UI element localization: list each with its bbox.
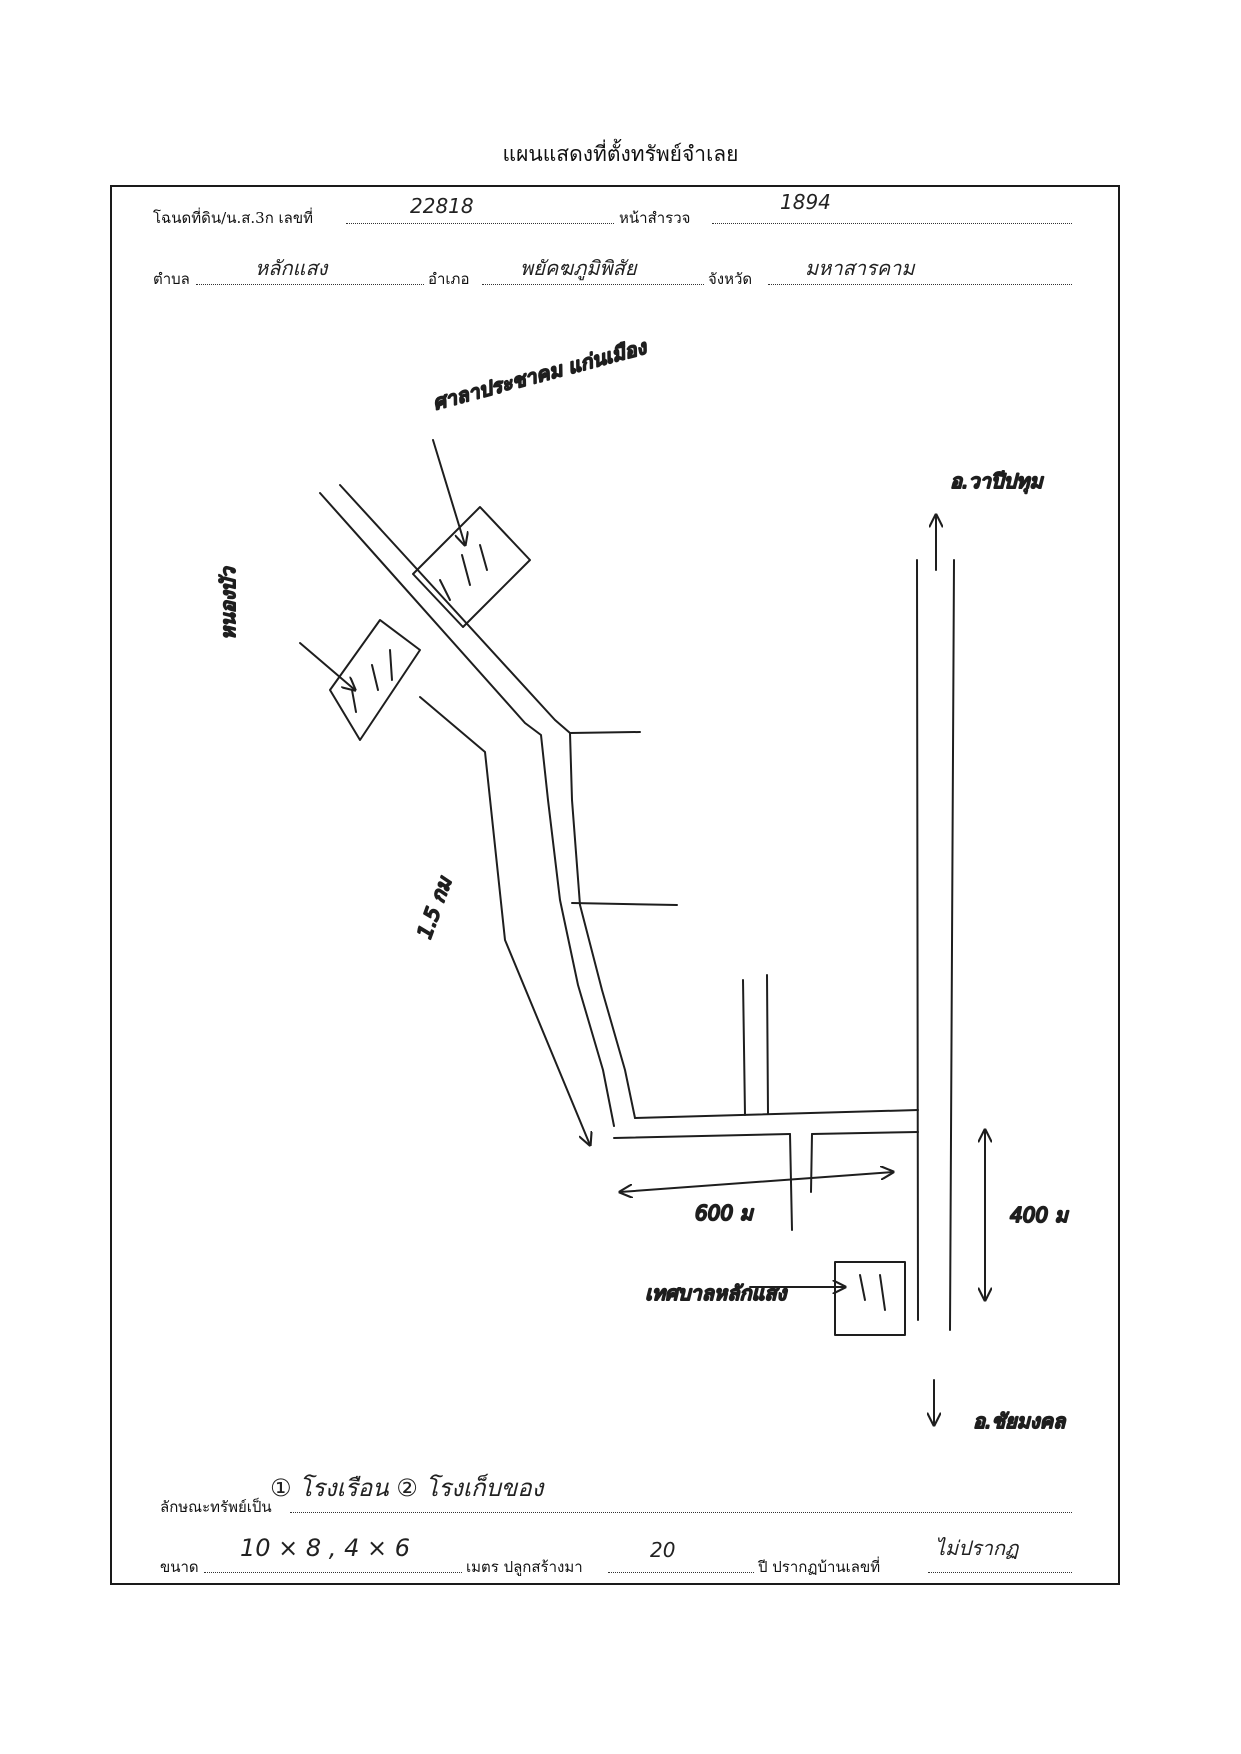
distance-diag-arrow: [419, 696, 590, 1145]
type-dotted-line: [290, 1512, 1072, 1513]
size-label: ขนาด: [160, 1558, 199, 1576]
years-dotted-line: [608, 1572, 754, 1573]
spur-road-5: [789, 1133, 793, 1231]
type-label: ลักษณะทรัพย์เป็น: [160, 1498, 272, 1516]
lower-road-edge-south: [613, 1133, 791, 1139]
property-1-hatch: [439, 544, 488, 601]
map-frame: [110, 185, 1120, 1585]
amphoe-value: พยัคฆภูมิพิสัย: [520, 256, 637, 280]
size-dotted-line: [204, 1572, 462, 1573]
deed-number: 22818: [410, 194, 474, 218]
amphoe-label: อำเภอ: [428, 270, 470, 288]
spur-road-2: [571, 902, 678, 906]
label-distance-v: 400 ม: [1010, 1203, 1070, 1227]
survey-label: หน้าสำรวจ: [619, 209, 691, 227]
years-value: 20: [650, 1538, 676, 1562]
office-hatch: [859, 1274, 886, 1311]
property-2-hatch: [351, 649, 393, 713]
province-dotted-line: [768, 284, 1072, 285]
province-label: จังหวัด: [708, 270, 753, 288]
tambon-dotted-line: [196, 284, 424, 285]
label-upper: ศาลาประชาคม แก่นเมือง: [430, 334, 650, 414]
distance-h-arrow: [620, 1172, 893, 1192]
deed-dotted-line: [346, 223, 614, 224]
spur-road-1: [569, 731, 641, 734]
size-value: 10 × 8 , 4 × 6: [240, 1534, 410, 1562]
spur-road-6: [810, 1133, 813, 1193]
house-label: ปี ปรากฏบ้านเลขที่: [758, 1558, 881, 1576]
tambon-label: ตำบล: [153, 270, 190, 288]
survey-number: 1894: [780, 190, 831, 214]
house-dotted-line: [928, 1572, 1072, 1573]
property-2-outline: [329, 619, 421, 741]
amphoe-dotted-line: [482, 284, 704, 285]
label-left: หนองบัว: [216, 566, 240, 640]
spur-road-3: [742, 979, 746, 1116]
lower-road-edge-north: [634, 1109, 919, 1119]
type-value: ① โรงเรือน ② โรงเก็บของ: [270, 1474, 544, 1502]
side-road-edge-west: [319, 492, 615, 1127]
label-distance-h: 600 ม: [695, 1201, 755, 1225]
house-value: ไม่ปรากฏ: [935, 1536, 1019, 1560]
lower-road-edge-south-2: [811, 1131, 919, 1135]
unit-label: เมตร ปลูกสร้างมา: [466, 1558, 583, 1576]
deed-label: โฉนดที่ดิน/น.ส.3ก เลขที่: [153, 209, 314, 227]
highway-edge-west: [916, 559, 919, 1321]
label-south: อ.ชัยมงคล: [973, 1409, 1067, 1433]
page-title: แผนแสดงที่ตั้งทรัพย์จำเลย: [502, 142, 739, 166]
side-road-edge-east: [339, 484, 636, 1119]
property-1-outline: [412, 506, 531, 628]
province-value: มหาสารคาม: [805, 256, 915, 280]
label-distance-diag: 1.5 กม: [412, 872, 457, 942]
highway-edge-east: [949, 559, 955, 1331]
office-box: [834, 1261, 906, 1336]
survey-dotted-line: [712, 223, 1072, 224]
tambon-value: หลักแสง: [255, 256, 328, 280]
label-office: เทศบาลหลักแสง: [645, 1281, 788, 1305]
pointer-upper: [432, 439, 465, 545]
pointer-left: [299, 642, 355, 690]
spur-road-4: [766, 974, 769, 1115]
label-north: อ.วาปีปทุม: [950, 469, 1044, 494]
